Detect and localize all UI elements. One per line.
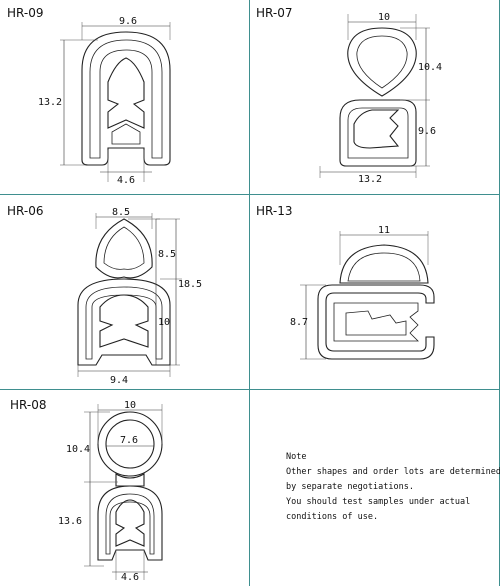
grid-line-horizontal-1: [0, 194, 500, 195]
hr09-dim-height: 13.2: [38, 97, 62, 108]
hr09-lip-lower: [111, 123, 141, 145]
hr06-bulb: [95, 218, 153, 279]
note-line-1: Other shapes and order lots are determin…: [286, 467, 500, 477]
hr07-clip-outer: [339, 99, 417, 167]
hr07-drawing: 10 10.4 9.6 13.2: [319, 12, 442, 185]
hr09-inner-profile: [89, 39, 163, 159]
hr07-dim-bulb-height: 10.4: [418, 62, 442, 73]
hr08-dim-gap: 4.6: [121, 572, 139, 583]
hr08-dim-ring-width: 10: [124, 400, 136, 411]
profile-code-hr13: HR-13: [256, 204, 293, 218]
hr13-dim-height: 8.7: [290, 317, 308, 328]
hr06-dim-body-height: 10: [158, 317, 170, 328]
hr08-body-inner: [105, 493, 155, 555]
hr07-clip-inner: [347, 107, 409, 159]
hr07-bulb-inner: [356, 35, 408, 89]
note-title: Note: [286, 452, 307, 462]
hr06-body-outer: [77, 278, 171, 366]
hr08-ring-inner: [105, 419, 155, 469]
profile-code-hr09: HR-09: [7, 6, 44, 20]
hr08-lips: [115, 499, 145, 547]
hr13-bulb: [339, 244, 429, 284]
hr07-clip-lips: [353, 109, 400, 149]
note-block: Note Other shapes and order lots are det…: [286, 450, 500, 525]
hr06-bulb-inner: [103, 226, 145, 270]
hr06-lips: [99, 294, 149, 348]
hr07-dim-total-width: 13.2: [358, 174, 382, 185]
hr13-bulb-inner: [347, 252, 421, 282]
hr06-dim-body-width: 9.4: [110, 375, 128, 386]
hr06-dim-bulb-height: 8.5: [158, 249, 176, 260]
hr07-bulb: [347, 27, 417, 97]
grid-line-vertical: [249, 0, 250, 586]
hr13-drawing: 11 8.7: [290, 225, 435, 360]
hr06-dim-bulb-width: 8.5: [112, 207, 130, 218]
note-line-3: You should test samples under actual: [286, 497, 471, 507]
hr09-drawing: 9.6 13.2 4.6: [38, 16, 171, 186]
profile-code-hr07: HR-07: [256, 6, 293, 20]
hr13-dim-width: 11: [378, 225, 390, 236]
note-line-4: conditions of use.: [286, 512, 379, 522]
hr06-dim-total-height: 18.5: [178, 279, 202, 290]
profile-code-hr08: HR-08: [10, 398, 47, 412]
hr08-dim-ring-height: 10.4: [66, 444, 90, 455]
hr09-dim-gap: 4.6: [117, 175, 135, 186]
hr07-dim-clip-height: 9.6: [418, 126, 436, 137]
hr07-dim-width: 10: [378, 12, 390, 23]
hr08-dim-body-height: 13.6: [58, 516, 82, 527]
hr08-drawing: 10 7.6 10.4 13.6 4.6: [58, 400, 163, 583]
hr09-lip-upper: [107, 57, 145, 129]
hr13-clip-outer: [317, 284, 435, 360]
hr08-dim-ring-inner: 7.6: [120, 435, 138, 446]
hr09-outer-profile: [81, 31, 171, 166]
hr08-body-outer: [97, 485, 163, 561]
hr13-clip-lips: [345, 310, 407, 336]
hr06-body-inner: [85, 286, 163, 360]
profile-code-hr06: HR-06: [7, 204, 44, 218]
hr08-neck: [115, 473, 145, 487]
hr13-clip-inner: [333, 302, 419, 342]
note-line-2: by separate negotiations.: [286, 482, 414, 492]
grid-line-horizontal-2: [0, 389, 500, 390]
hr09-dim-width: 9.6: [119, 16, 137, 27]
hr06-drawing: 8.5 8.5 18.5 10 9.4: [77, 207, 202, 386]
